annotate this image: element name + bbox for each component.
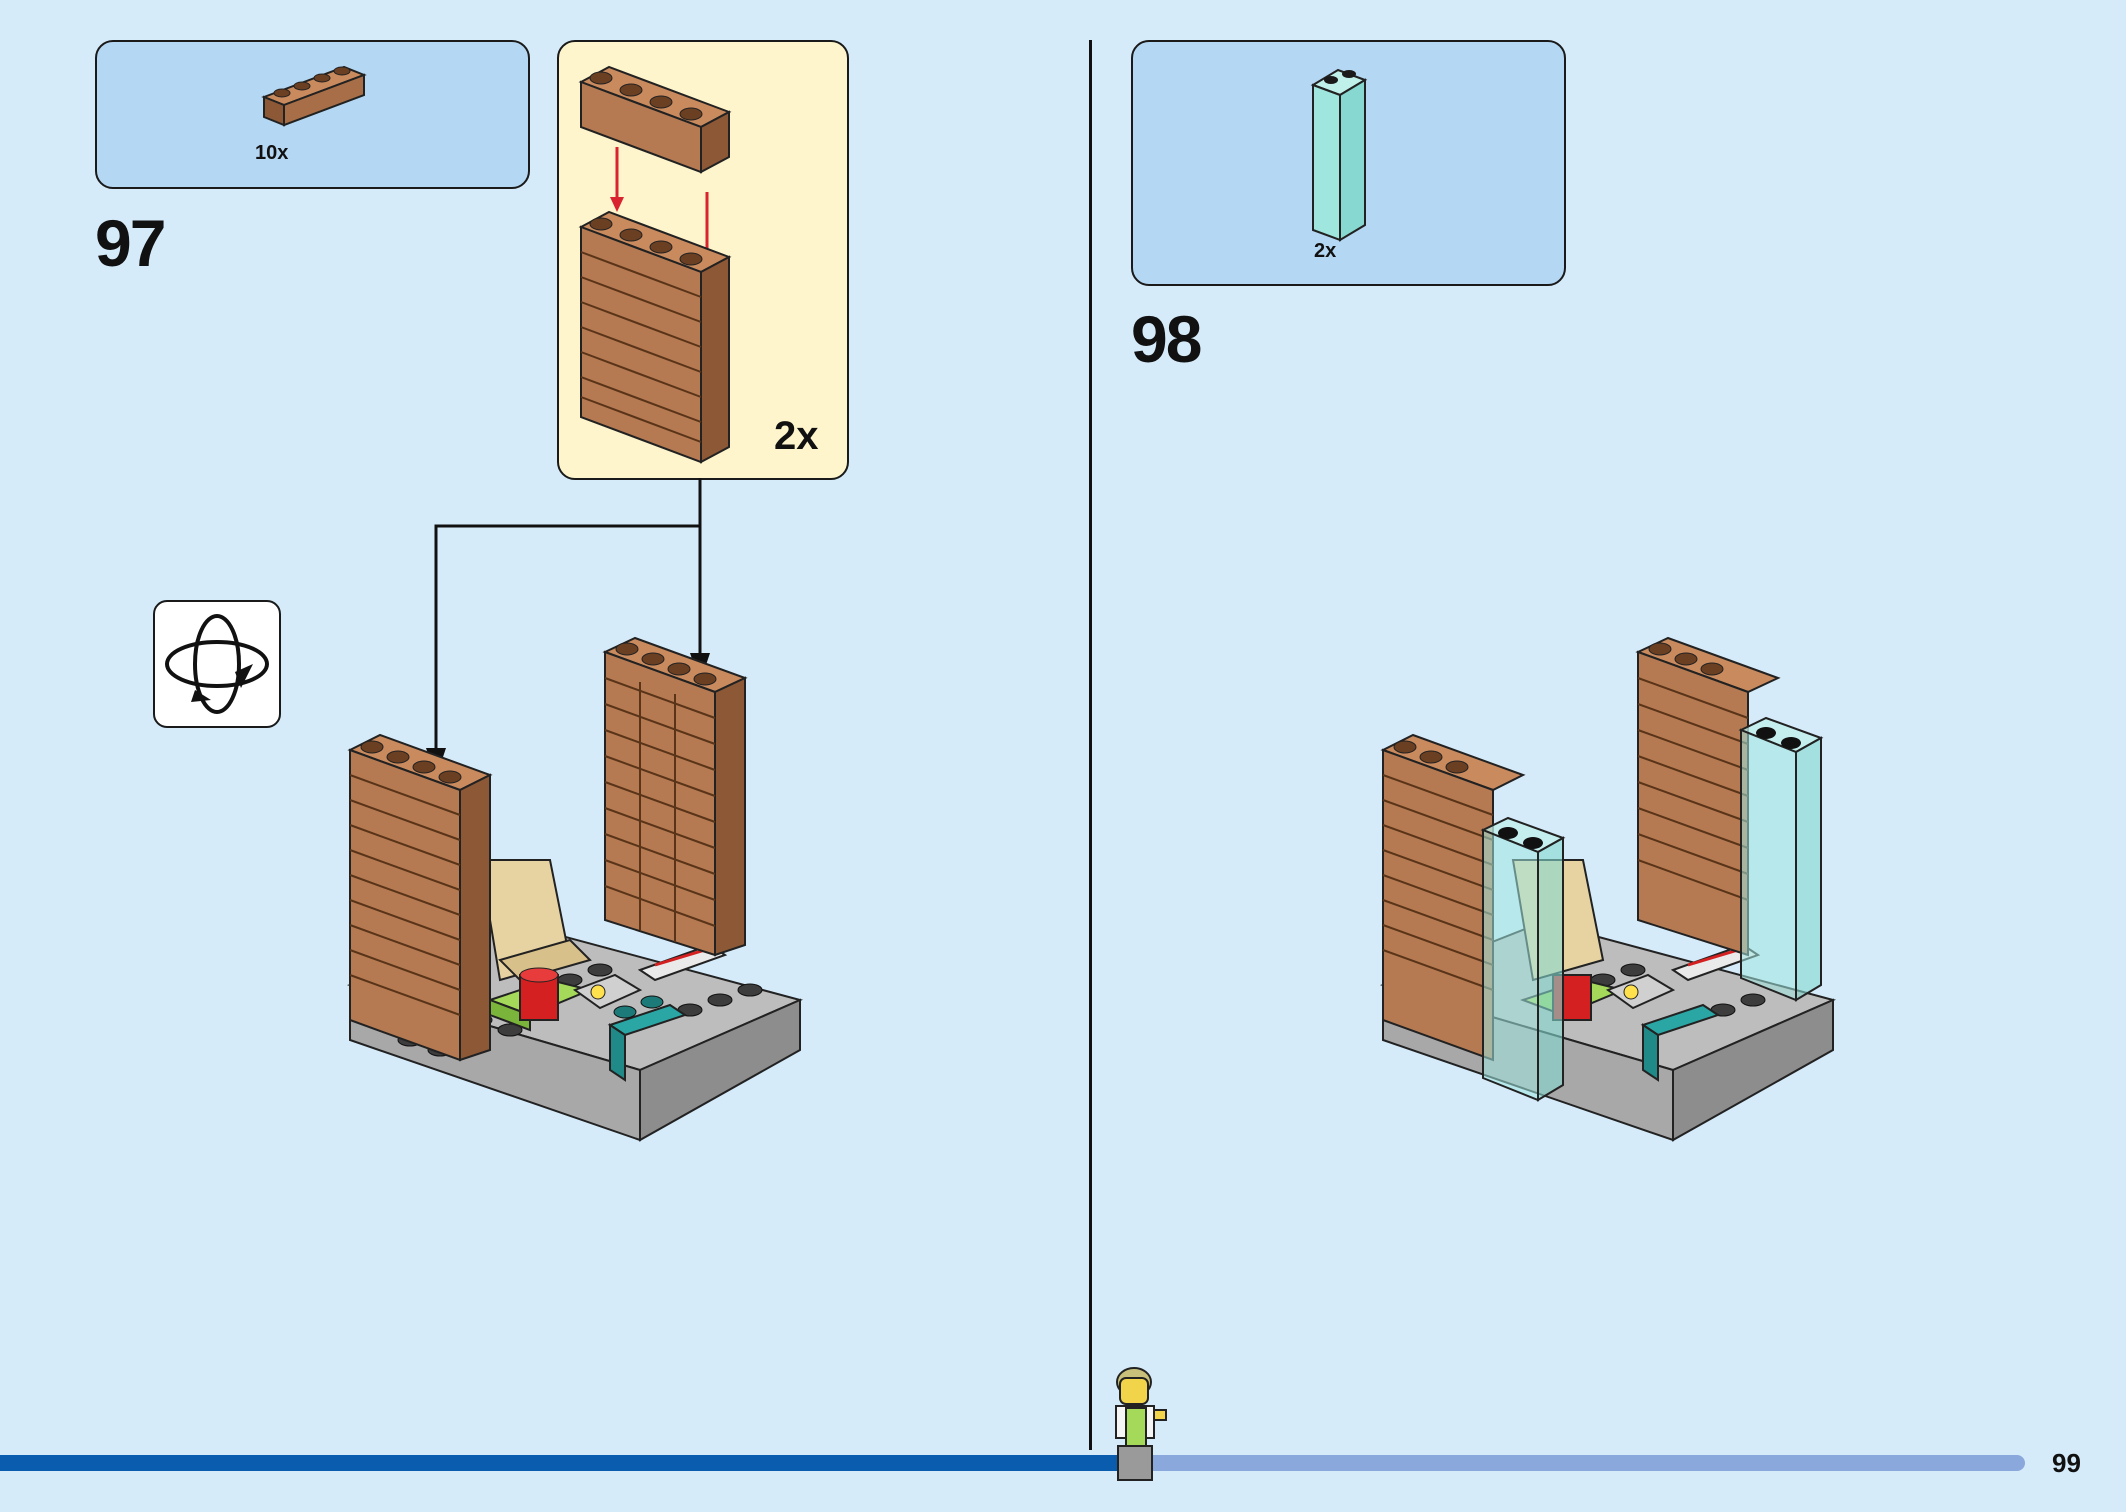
progress-bar-complete <box>0 1455 1134 1471</box>
step-number-98: 98 <box>1131 302 1202 376</box>
page-divider <box>1089 40 1092 1450</box>
step-number-97: 97 <box>95 206 166 280</box>
part-quantity: 2x <box>1314 240 1337 262</box>
subassembly-quantity: 2x <box>774 414 819 458</box>
rotate-model-indicator <box>153 600 281 728</box>
parts-list-step-97: 10x <box>95 40 530 189</box>
parts-list-step-98: 2x <box>1131 40 1566 286</box>
part-quantity: 10x <box>255 142 289 164</box>
model-step-98 <box>1379 636 1837 1142</box>
rotate-model-icon <box>165 614 269 714</box>
minifigure-progress-icon <box>1115 1367 1167 1481</box>
progress-bar-remaining <box>1134 1455 2025 1471</box>
subassembly-box: 2x <box>557 40 849 480</box>
transparent-panel-icon <box>1310 68 1368 242</box>
brick-stack-icon <box>578 65 732 464</box>
page-number: 99 <box>2052 1448 2081 1478</box>
model-step-97 <box>346 636 804 1142</box>
brick-1x4-brown-icon <box>261 65 367 127</box>
